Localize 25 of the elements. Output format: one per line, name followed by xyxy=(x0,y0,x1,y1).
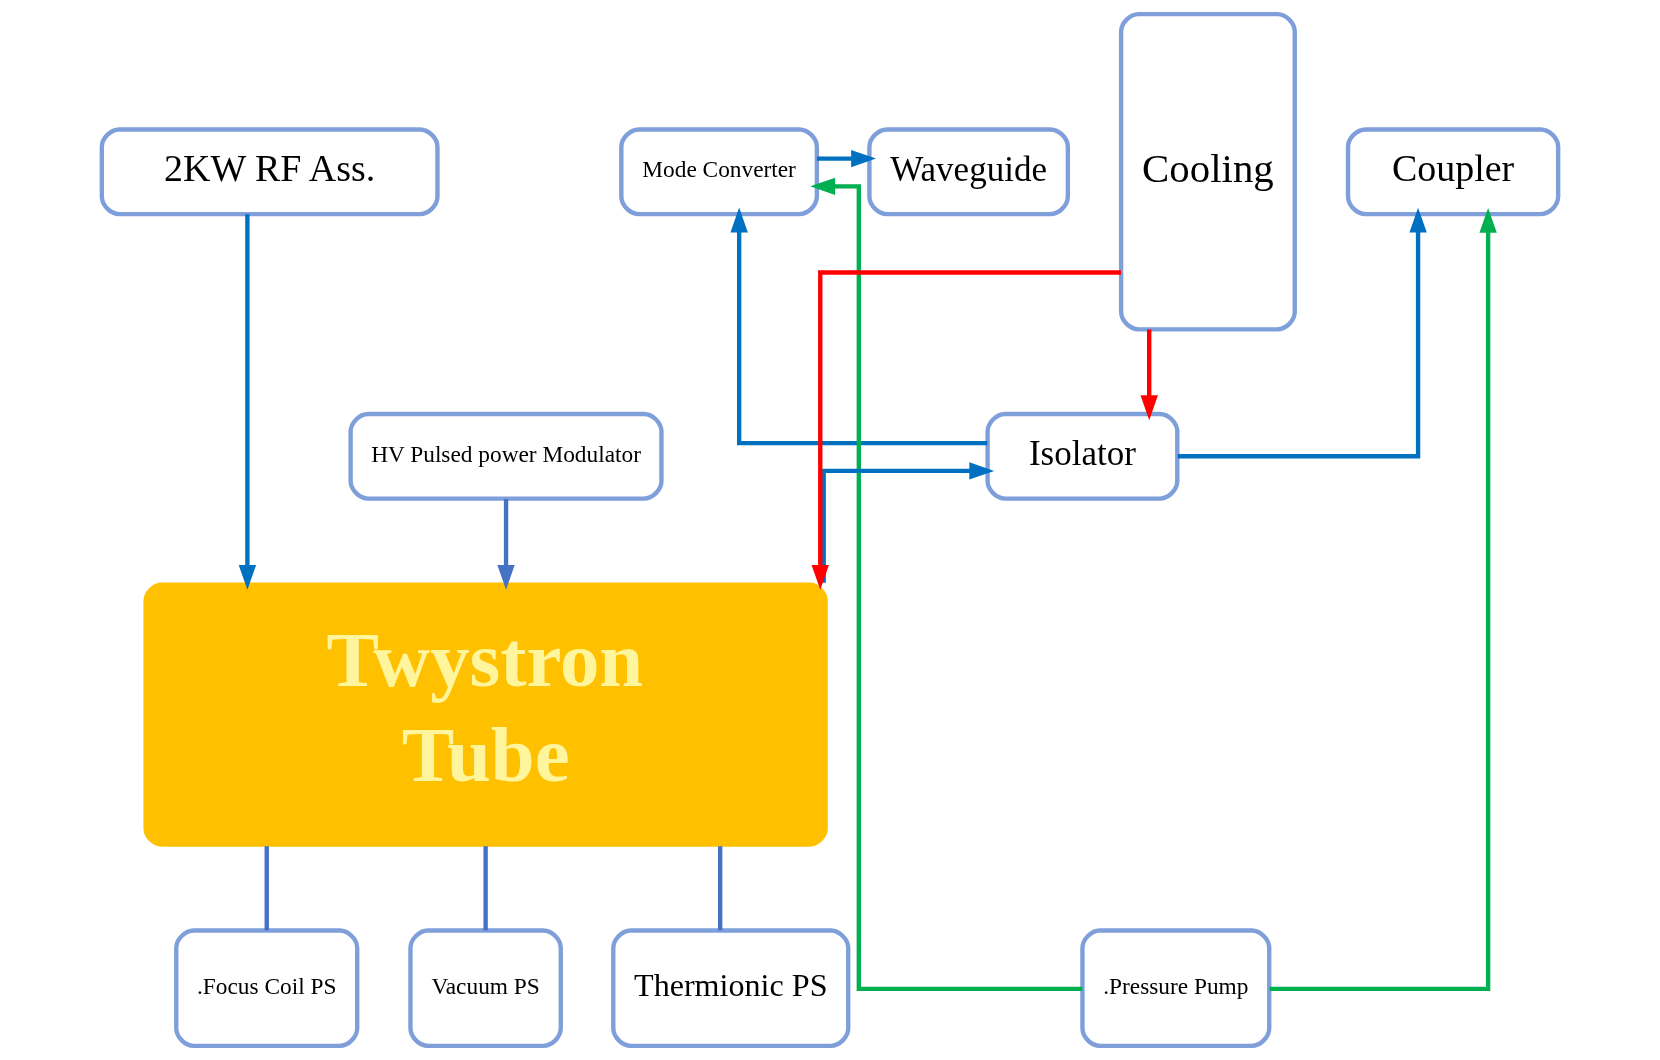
connector xyxy=(264,846,269,931)
node-box: Cooling xyxy=(1118,11,1297,332)
node-box: Coupler xyxy=(1345,127,1561,217)
arrow xyxy=(497,498,515,590)
node-box: .Focus Coil PS xyxy=(174,928,360,1049)
arrow xyxy=(1269,207,1497,992)
connector xyxy=(718,846,723,931)
node-box: Twystron Tube xyxy=(143,582,828,847)
node-box: Mode Converter xyxy=(619,127,820,217)
arrow xyxy=(1177,207,1427,459)
arrow xyxy=(1140,329,1158,421)
node-box: Thermionic PS xyxy=(611,928,851,1049)
node-box: Vacuum PS xyxy=(408,928,563,1049)
arrow xyxy=(811,270,1121,590)
connector xyxy=(483,846,488,931)
arrow xyxy=(810,177,1083,992)
node-box: 2KW RF Ass. xyxy=(99,127,440,217)
arrow xyxy=(238,214,257,590)
arrow xyxy=(817,149,876,168)
node-box: .Pressure Pump xyxy=(1080,928,1272,1049)
arrow xyxy=(730,207,988,446)
node-box: Isolator xyxy=(985,411,1180,501)
arrow xyxy=(821,462,995,583)
node-box: HV Pulsed power Modulator xyxy=(348,411,664,501)
node-box: Waveguide xyxy=(867,127,1071,217)
